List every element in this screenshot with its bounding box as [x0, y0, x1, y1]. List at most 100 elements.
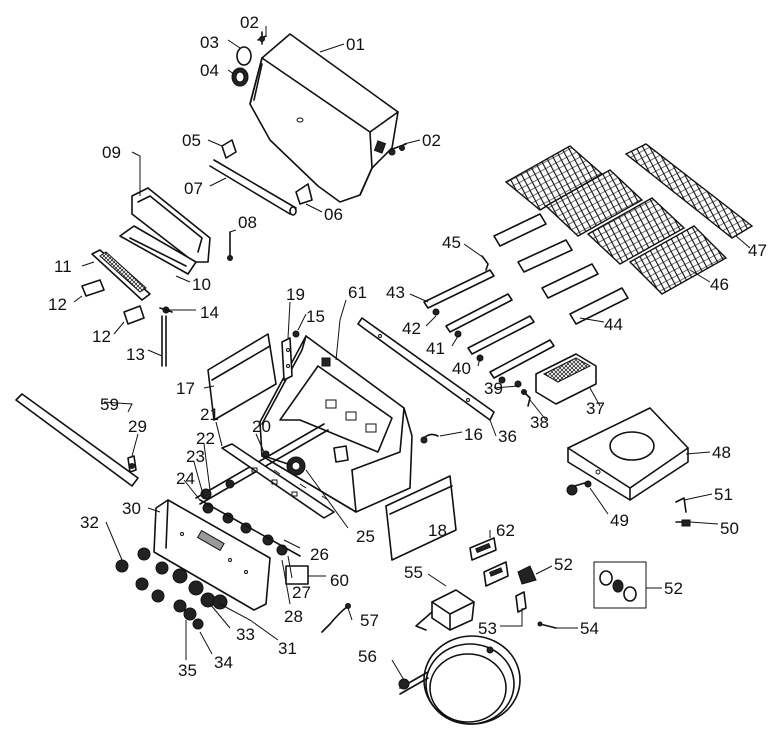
control-panel — [153, 499, 271, 611]
label-45: 46 — [710, 275, 729, 294]
label-12-left: 12 — [48, 295, 67, 314]
label-06: 06 — [324, 205, 343, 224]
screw-39 — [514, 380, 522, 388]
igniter-38 — [521, 389, 531, 407]
clip-47 — [481, 255, 489, 271]
igniter-51 — [675, 497, 687, 513]
label-33: 33 — [236, 625, 255, 644]
label-02-top: 02 — [240, 13, 259, 32]
lid-assembly — [249, 33, 399, 203]
label-43: 43 — [386, 283, 405, 302]
label-12-right: 12 — [92, 327, 111, 346]
label-27: 27 — [292, 583, 311, 602]
label-01: 01 — [346, 35, 365, 54]
label-29: 29 — [128, 417, 147, 436]
label-14: 14 — [200, 303, 219, 322]
screw-15 — [292, 330, 300, 338]
label-03: 03 — [200, 33, 219, 52]
callout-labels: 02 03 04 01 02 05 09 07 06 08 11 10 12 1… — [48, 13, 767, 680]
label-46: 47 — [748, 241, 767, 260]
label-55: 54 — [580, 619, 599, 638]
clip-29 — [127, 455, 137, 473]
label-plate-62 — [469, 537, 509, 587]
rotisserie-box-front — [131, 187, 211, 263]
screw-55 — [537, 621, 557, 629]
label-05: 05 — [182, 131, 201, 150]
regulator-53 — [517, 565, 537, 585]
label-38: 38 — [530, 413, 549, 432]
side-rail-right — [357, 317, 495, 421]
label-13: 13 — [126, 345, 145, 364]
label-44: 44 — [604, 315, 623, 334]
label-51: 51 — [714, 485, 733, 504]
burner-clip-right — [123, 305, 145, 325]
regulator-25 — [262, 450, 306, 476]
label-19: 19 — [286, 285, 305, 304]
bracket-54 — [515, 591, 527, 613]
label-10: 10 — [192, 275, 211, 294]
drip-tray — [415, 589, 475, 631]
heat-shield-left — [207, 333, 277, 421]
label-18: 18 — [428, 521, 447, 540]
label-04: 04 — [200, 61, 219, 80]
label-59: 59 — [100, 395, 119, 414]
label-37: 37 — [586, 399, 605, 418]
label-11: 11 — [54, 257, 72, 276]
label-16: 16 — [464, 425, 483, 444]
bezel-ring — [236, 46, 252, 66]
gas-hose — [398, 635, 521, 725]
label-58: 57 — [360, 611, 379, 630]
label-23: 23 — [186, 447, 205, 466]
burner-clip-left — [81, 279, 105, 297]
label-24: 24 — [176, 469, 195, 488]
handle-bar — [209, 159, 297, 216]
label-40: 40 — [452, 359, 471, 378]
label-15: 15 — [306, 307, 325, 326]
label-09: 09 — [102, 143, 121, 162]
handle-bracket — [221, 139, 237, 159]
infrared-burner — [91, 249, 151, 301]
electrode-58 — [321, 603, 351, 633]
label-54: 53 — [478, 619, 497, 638]
handle-bracket-right — [295, 183, 313, 205]
heat-shield-right — [385, 475, 457, 561]
label-42: 42 — [402, 319, 421, 338]
label-56: 55 — [404, 563, 423, 582]
rotisserie-box-back — [119, 225, 197, 275]
fitting-kit — [593, 561, 647, 609]
label-25: 25 — [356, 527, 375, 546]
label-57: 56 — [358, 647, 377, 666]
label-60: 60 — [330, 571, 349, 590]
label-22: 22 — [196, 429, 215, 448]
label-30: 30 — [122, 499, 141, 518]
label-39: 39 — [484, 379, 503, 398]
label-17: 17 — [176, 379, 195, 398]
valve-bracket-front — [221, 443, 335, 519]
label-21: 21 — [200, 405, 219, 424]
label-48: 48 — [712, 443, 731, 462]
label-26: 26 — [310, 545, 329, 564]
label-47: 45 — [442, 233, 461, 252]
label-36: 36 — [498, 427, 517, 446]
label-49: 49 — [610, 511, 629, 530]
label-34: 34 — [214, 653, 233, 672]
label-50: 50 — [720, 519, 739, 538]
plate-60 — [285, 565, 309, 585]
flame-tamers — [493, 213, 629, 325]
warming-rack — [624, 143, 754, 239]
label-31: 31 — [278, 639, 297, 658]
sear-burner — [535, 353, 597, 405]
label-61: 61 — [348, 283, 367, 302]
cooking-grates — [504, 145, 728, 295]
electrode-rod — [161, 315, 167, 367]
label-28: 28 — [284, 607, 303, 626]
side-valve-49 — [566, 480, 592, 496]
label-08: 08 — [238, 213, 257, 232]
thermometer — [231, 67, 249, 87]
control-knobs — [115, 547, 228, 630]
screw-top — [257, 31, 267, 45]
clip-50 — [675, 519, 691, 527]
label-32: 32 — [80, 513, 99, 532]
igniter-16 — [420, 433, 439, 444]
